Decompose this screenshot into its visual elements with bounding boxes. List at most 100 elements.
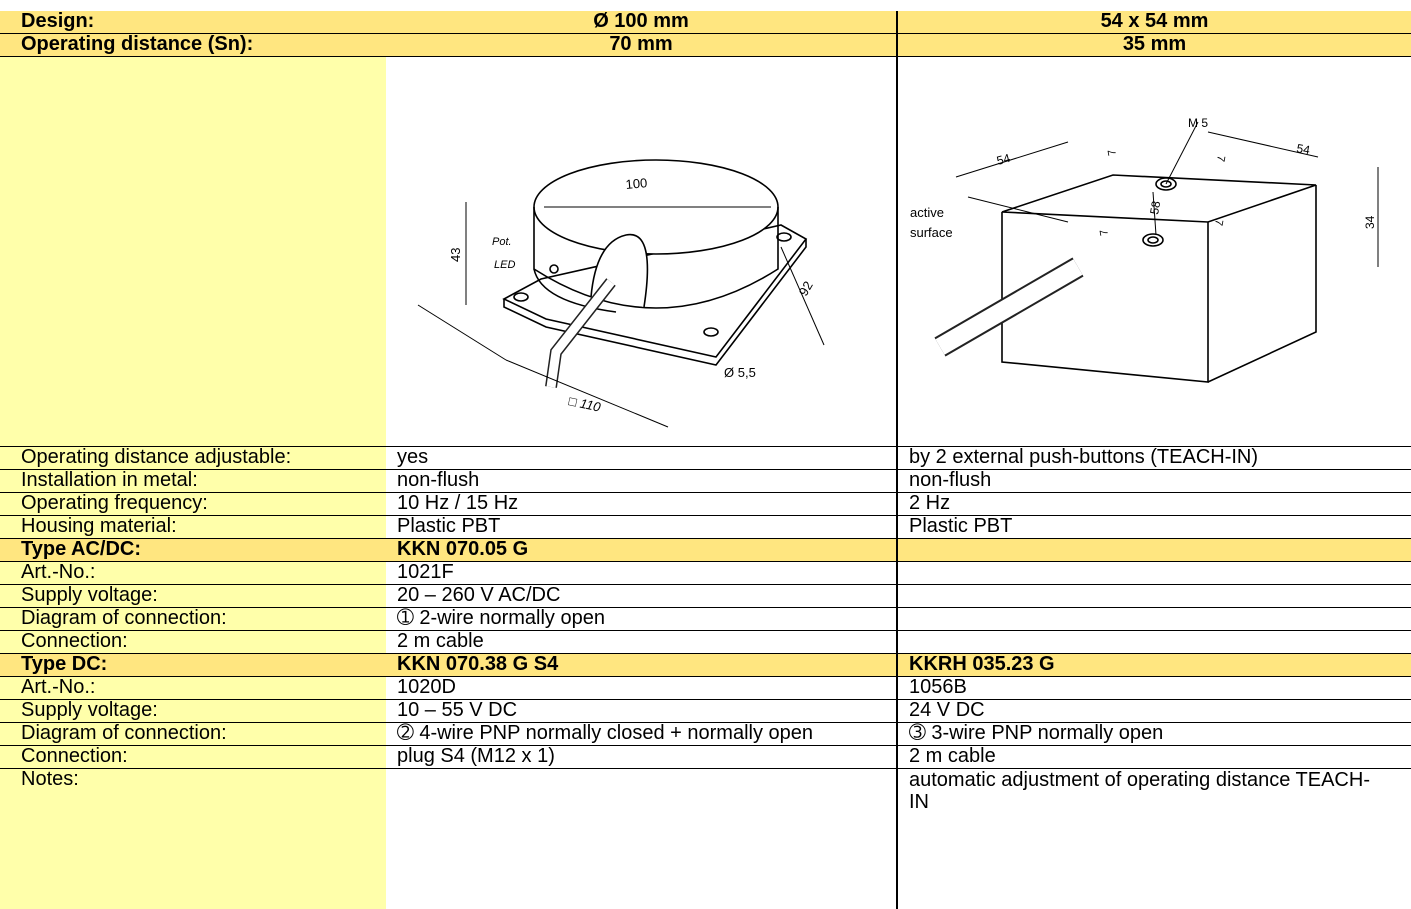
type-acdc-square	[896, 539, 1411, 561]
dim-t3-text: 7	[1098, 228, 1111, 236]
acdc-value-square	[896, 585, 1411, 607]
value-distance-round: 70 mm	[386, 34, 896, 56]
divider	[0, 56, 1411, 57]
spec-label: Housing material:	[0, 516, 386, 538]
type-acdc-round: KKN 070.05 G	[386, 539, 896, 561]
divider	[0, 676, 1411, 677]
divider	[0, 469, 1411, 470]
divider	[0, 538, 1411, 539]
notes-label: Notes:	[0, 769, 386, 909]
divider	[0, 630, 1411, 631]
row-dc: Art.-No.: 1020D 1056B	[0, 677, 1411, 699]
divider	[0, 446, 1411, 447]
value-design-round: Ø 100 mm	[386, 11, 896, 33]
surface-label: surface	[910, 225, 953, 240]
divider	[0, 515, 1411, 516]
dim-base-text: □ 110	[567, 393, 602, 415]
square-sensor-drawing: M 5 54 54 34 58 7 7 7 7 active surface	[910, 116, 1379, 383]
dc-value-square: 24 V DC	[896, 700, 1411, 722]
acdc-label: Supply voltage:	[0, 585, 386, 607]
dc-value-round: plug S4 (M12 x 1)	[397, 746, 555, 767]
dc-value-square: 1056B	[896, 677, 1411, 699]
dc-label: Art.-No.:	[0, 677, 386, 699]
active-label: active	[910, 205, 944, 220]
dc-label: Diagram of connection:	[0, 723, 386, 745]
divider	[0, 699, 1411, 700]
type-dc-round: KKN 070.38 G S4	[386, 654, 896, 676]
notes-value-round	[386, 769, 896, 909]
drawing-round-sensor: 100 43 Pot. LED 92 Ø 5,5 □ 110	[386, 57, 896, 446]
acdc-label: Connection:	[0, 631, 386, 653]
dim-gap-text: 58	[1147, 200, 1163, 216]
spec-value-round: 10 Hz / 15 Hz	[397, 493, 519, 514]
type-acdc-label: Type AC/DC:	[0, 539, 386, 561]
dim-t1-text: 7	[1106, 148, 1119, 156]
value-design-square: 54 x 54 mm	[896, 11, 1411, 33]
dc-value-round: 1020D	[397, 677, 456, 698]
type-dc-square: KKRH 035.23 G	[896, 654, 1411, 676]
row-acdc: Art.-No.: 1021F	[0, 562, 1411, 584]
divider	[0, 561, 1411, 562]
dim-side-text: 92	[796, 278, 816, 298]
dim-width1-text: 54	[995, 151, 1012, 168]
dc-value-square: ➂ 3-wire PNP normally open	[896, 723, 1411, 745]
dc-value-square: 2 m cable	[896, 746, 1411, 768]
pot-label: Pot.	[492, 236, 512, 248]
acdc-value-round: 20 – 260 V AC/DC	[397, 585, 561, 606]
dc-value-round: 10 – 55 V DC	[397, 700, 518, 721]
label-design: Design:	[0, 11, 386, 33]
spec-value-square: Plastic PBT	[896, 516, 1411, 538]
row-acdc: Connection: 2 m cable	[0, 631, 1411, 653]
row-type-dc: Type DC: KKN 070.38 G S4 KKRH 035.23 G	[0, 654, 1411, 676]
dc-label: Supply voltage:	[0, 700, 386, 722]
dim-t2-text: 7	[1214, 154, 1227, 162]
spec-value-square: by 2 external push-buttons (TEACH-IN)	[896, 447, 1411, 469]
label-operating-distance: Operating distance (Sn):	[0, 34, 386, 56]
label-drawing-empty	[0, 57, 386, 446]
row-notes: Notes: automatic adjustment of operating…	[0, 769, 1411, 909]
divider	[0, 607, 1411, 608]
divider	[0, 33, 1411, 34]
dim-height-text: 34	[1363, 215, 1377, 229]
acdc-value-round: 2 m cable	[397, 631, 484, 652]
dim-top-text: 100	[625, 175, 648, 192]
row-dc: Connection: plug S4 (M12 x 1) 2 m cable	[0, 746, 1411, 768]
acdc-value-round: 1021F	[397, 562, 454, 583]
acdc-value-square	[896, 631, 1411, 653]
m5-label: M 5	[1188, 116, 1208, 130]
spec-label: Installation in metal:	[0, 470, 386, 492]
dc-label: Connection:	[0, 746, 386, 768]
spec-value-square: 2 Hz	[896, 493, 1411, 515]
spec-label: Operating frequency:	[0, 493, 386, 515]
row-spec: Installation in metal: non-flush non-flu…	[0, 470, 1411, 492]
row-drawings: 100 43 Pot. LED 92 Ø 5,5 □ 110	[0, 57, 1411, 446]
divider	[0, 745, 1411, 746]
divider	[0, 722, 1411, 723]
spec-value-round: yes	[397, 447, 429, 468]
divider	[0, 768, 1411, 769]
row-spec: Operating distance adjustable: yes by 2 …	[0, 447, 1411, 469]
divider	[0, 492, 1411, 493]
acdc-value-square	[896, 562, 1411, 584]
row-acdc: Supply voltage: 20 – 260 V AC/DC	[0, 585, 1411, 607]
spec-value-round: non-flush	[397, 470, 480, 491]
drawing-square-sensor: M 5 54 54 34 58 7 7 7 7 active surface	[896, 57, 1411, 446]
acdc-value-square	[896, 608, 1411, 630]
notes-value-square: automatic adjustment of operating distan…	[896, 769, 1411, 909]
row-acdc: Diagram of connection: ➀ 2-wire normally…	[0, 608, 1411, 630]
acdc-label: Art.-No.:	[0, 562, 386, 584]
row-spec: Housing material: Plastic PBT Plastic PB…	[0, 516, 1411, 538]
row-operating-distance: Operating distance (Sn): 70 mm 35 mm	[0, 34, 1411, 56]
value-distance-square: 35 mm	[896, 34, 1411, 56]
divider	[0, 584, 1411, 585]
dim-height-text: 43	[448, 248, 463, 262]
row-dc: Diagram of connection: ➁ 4-wire PNP norm…	[0, 723, 1411, 745]
row-design: Design: Ø 100 mm 54 x 54 mm	[0, 11, 1411, 33]
spec-label: Operating distance adjustable:	[0, 447, 386, 469]
led-label: LED	[494, 259, 515, 271]
dim-t4-text: 7	[1212, 218, 1225, 226]
row-type-acdc: Type AC/DC: KKN 070.05 G	[0, 539, 1411, 561]
row-dc: Supply voltage: 10 – 55 V DC 24 V DC	[0, 700, 1411, 722]
divider	[0, 653, 1411, 654]
